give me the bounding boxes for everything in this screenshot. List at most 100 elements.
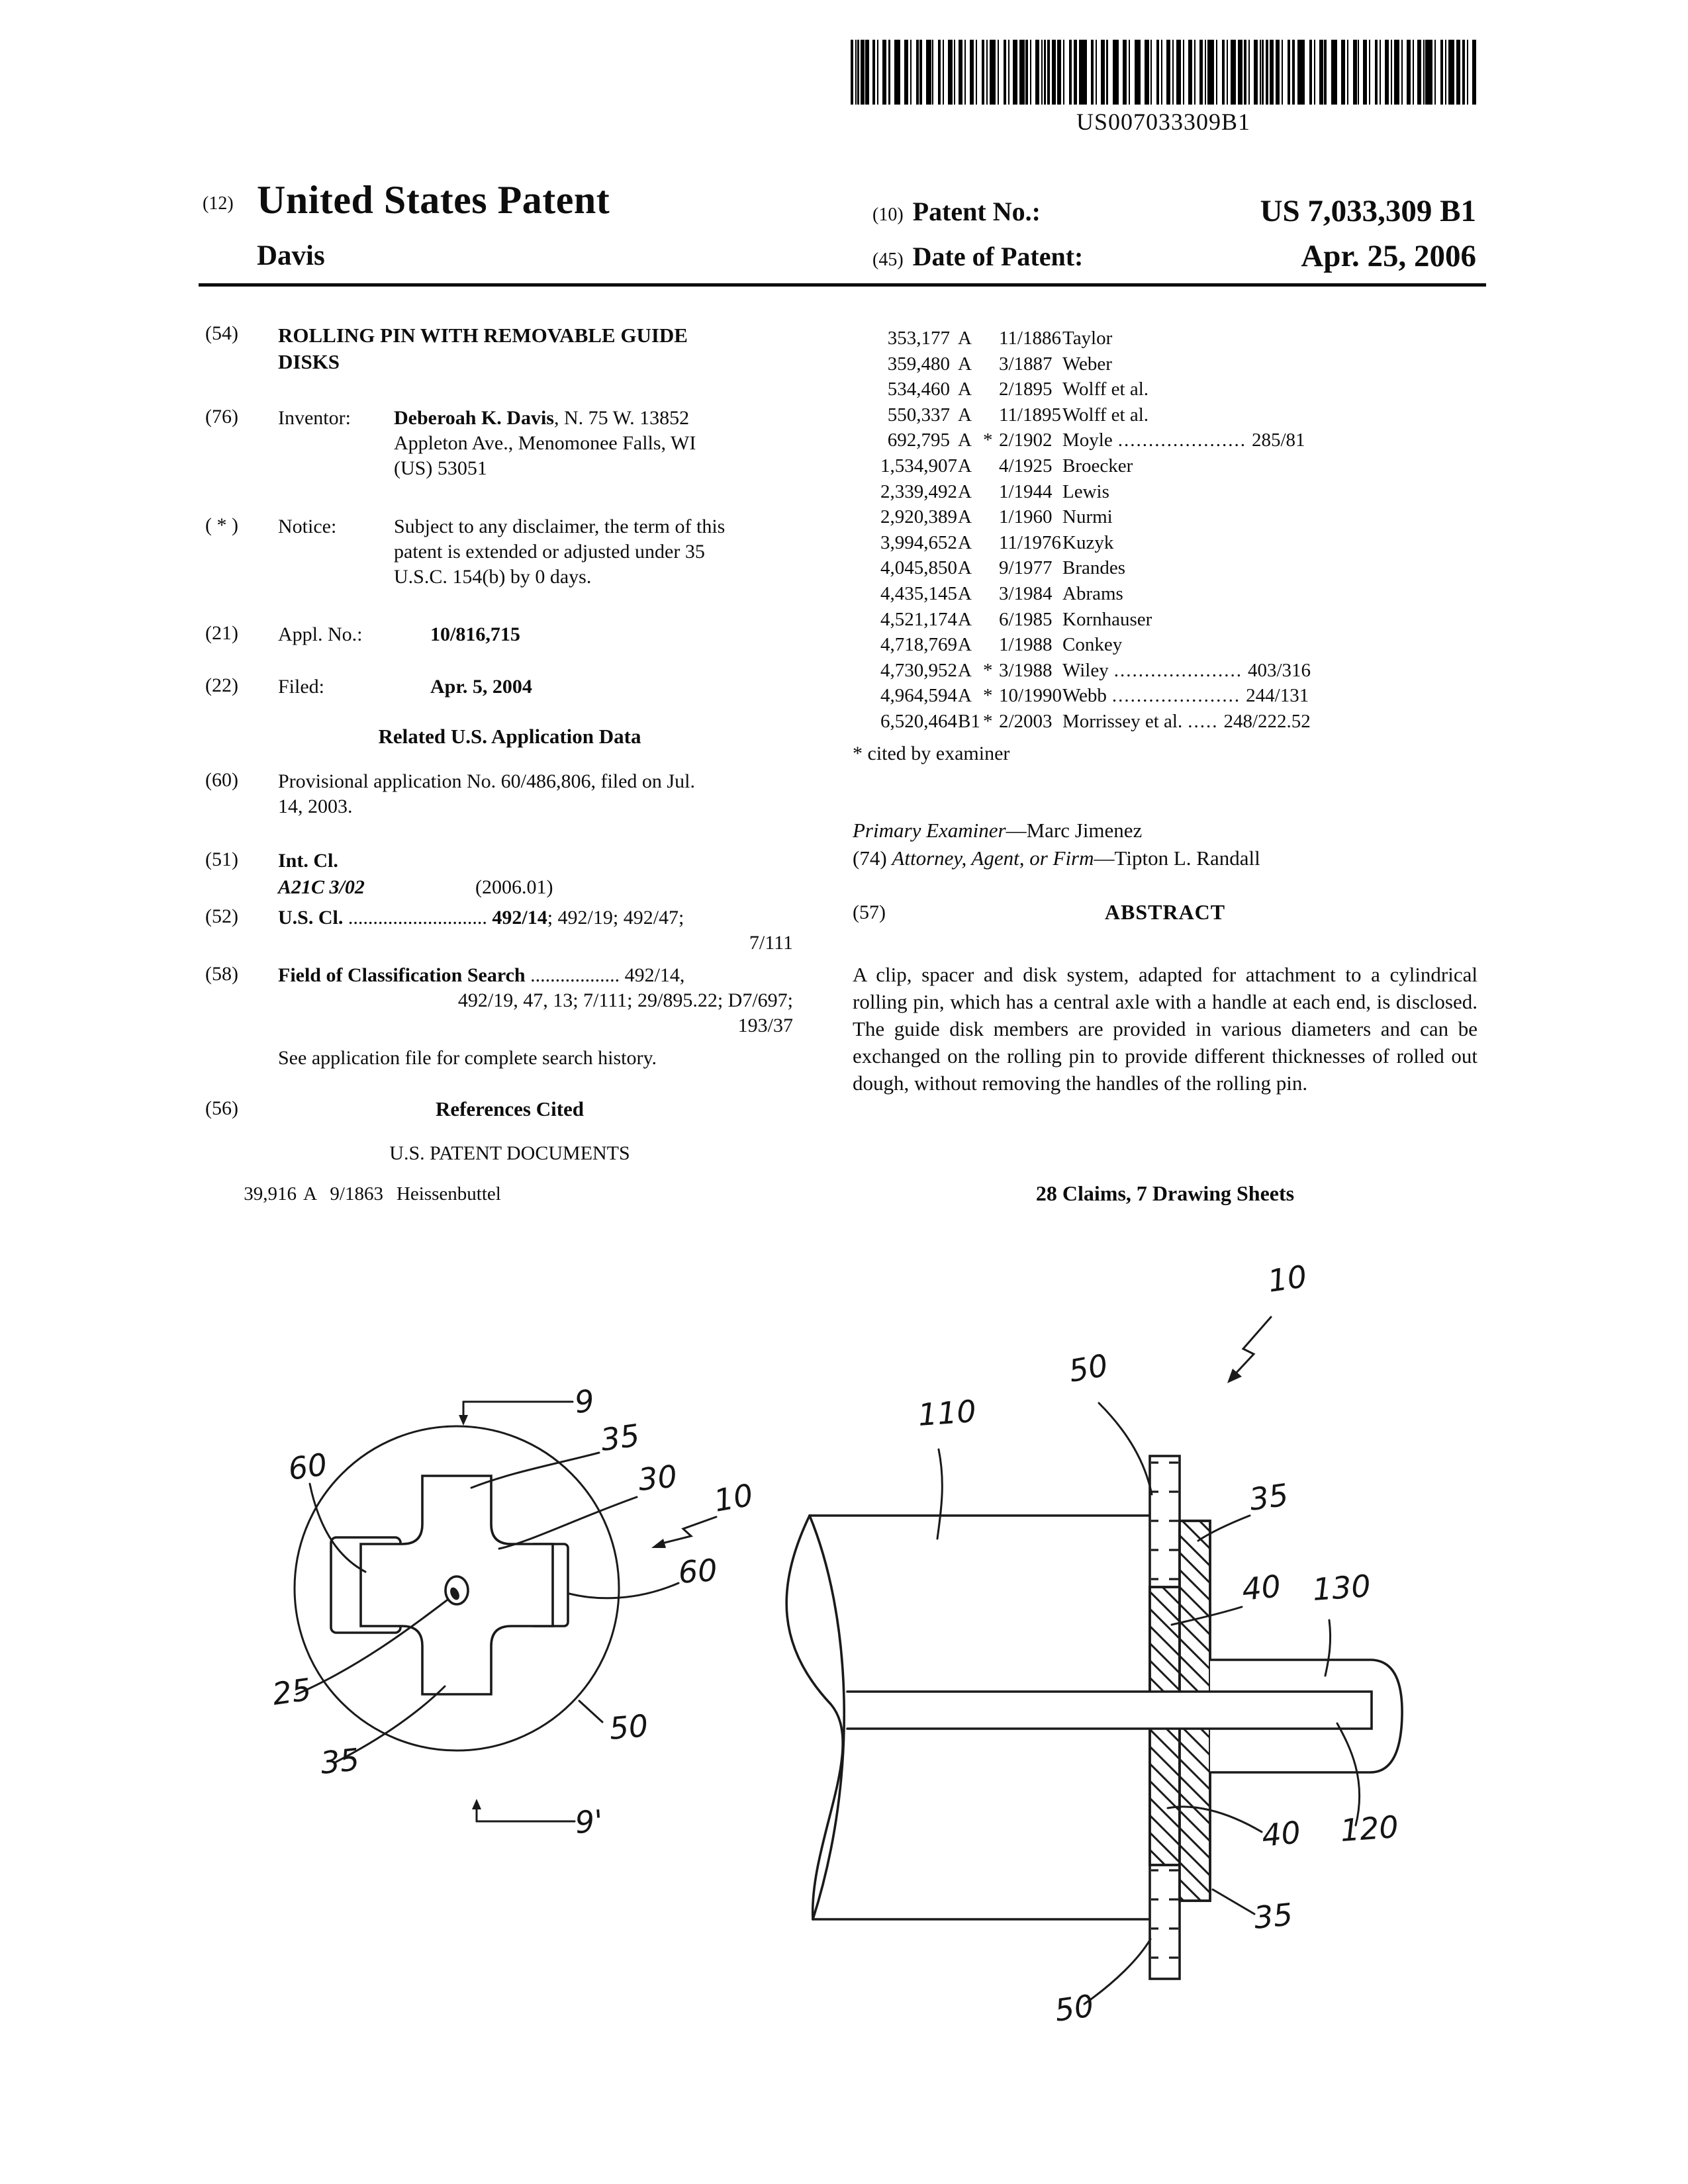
ref-name: Broecker xyxy=(1062,455,1133,477)
field-54-num: (54) xyxy=(205,322,238,344)
ref-date: 6/1985 xyxy=(999,608,1053,630)
notice-line2: patent is extended or adjusted under 35 xyxy=(394,541,705,563)
ref-name: Morrissey et al. xyxy=(1062,710,1183,732)
ref-name: Wolff et al. xyxy=(1062,379,1149,400)
ref-kind: A xyxy=(958,506,972,528)
ref-date: 4/1925 xyxy=(999,455,1053,477)
appl-no-value: 10/816,715 xyxy=(430,623,520,645)
cited-by-examiner-note: * cited by examiner xyxy=(853,743,1010,764)
guide-disk-hatch-bottom xyxy=(1151,1860,1178,1976)
field-of-search-line3: 193/37 xyxy=(737,1015,793,1036)
header-divider xyxy=(199,283,1486,287)
us-cl-line2: 7/111 xyxy=(749,932,793,954)
ref-kind: A xyxy=(958,634,972,656)
ref-date: 1/1960 xyxy=(999,506,1053,528)
ref-numeral-110: 110 xyxy=(917,1393,977,1433)
ref-name-class: Wolff et al. xyxy=(1062,379,1159,400)
filed-label: Filed: xyxy=(278,676,325,698)
ref-name-class: Weber xyxy=(1062,353,1123,375)
ref-name-class: Webb.....................244/131 xyxy=(1062,685,1309,706)
ref-examiner-star: * xyxy=(983,685,993,707)
ref-kind: A xyxy=(958,531,972,553)
ref-number: 359,480 xyxy=(887,353,950,375)
invention-title-line1: ROLLING PIN WITH REMOVABLE GUIDE xyxy=(278,324,688,347)
inventor-line3: (US) 53051 xyxy=(394,457,487,479)
ref-numeral-50-top: 50 xyxy=(1066,1347,1111,1388)
ref-number: 4,045,850 xyxy=(880,557,957,579)
abstract-text: A clip, spacer and disk system, adapted … xyxy=(853,963,1477,1095)
figure-rolling-pin-side-view: 10 50 110 35 40 130 40 120 35 50 xyxy=(785,1258,1403,2028)
ref-date: 1/1988 xyxy=(999,634,1053,656)
ref-name-class: Lewis xyxy=(1062,481,1120,502)
ref-name: Moyle xyxy=(1062,430,1113,451)
inventor-address: Deberoah K. Davis, N. 75 W. 13852 Applet… xyxy=(394,406,804,481)
ref-numeral-130: 130 xyxy=(1311,1568,1372,1608)
ref-numeral-50: 50 xyxy=(608,1707,649,1747)
ref-number: 3,994,652 xyxy=(880,531,957,553)
int-cl-version: (2006.01) xyxy=(475,876,553,898)
ref-numeral-9-prime: 9' xyxy=(574,1803,604,1841)
ref-name-class: Broecker xyxy=(1062,455,1143,477)
ref-date: 10/1990 xyxy=(999,685,1062,707)
ref-class: 403/316 xyxy=(1247,659,1311,681)
field-of-search-line1: Field of Classification Search .........… xyxy=(278,964,685,986)
ref-kind: A xyxy=(958,353,972,375)
ref-name-class: Kuzyk xyxy=(1062,532,1124,553)
ref-name: Nurmi xyxy=(1062,506,1113,528)
ref-number: 4,730,952 xyxy=(880,659,957,681)
us-cl-line1: U.S. Cl. ............................ 49… xyxy=(278,907,684,929)
field-of-search-line2: 492/19, 47, 13; 7/111; 29/895.22; D7/697… xyxy=(457,989,793,1011)
invention-title: ROLLING PIN WITH REMOVABLE GUIDE DISKS xyxy=(278,322,801,375)
barcode-number: US007033309B1 xyxy=(1076,109,1251,135)
search-history-note: See application file for complete search… xyxy=(278,1047,657,1069)
provisional-application: Provisional application No. 60/486,806, … xyxy=(278,769,801,819)
ref-number: 4,435,145 xyxy=(880,582,957,604)
ref-name: Taylor xyxy=(1062,328,1113,349)
patent-date-value: Apr. 25, 2006 xyxy=(1301,239,1476,273)
ref-date: 11/1895 xyxy=(999,404,1061,426)
notice-line3: U.S.C. 154(b) by 0 days. xyxy=(394,566,592,588)
ref-date: 3/1984 xyxy=(999,582,1053,604)
kind-code-12: (12) xyxy=(203,193,234,214)
inventor-line1: Deberoah K. Davis, N. 75 W. 13852 xyxy=(394,407,690,429)
ref-name: Weber xyxy=(1062,353,1112,375)
provisional-line2: 14, 2003. xyxy=(278,796,353,817)
ref-numeral-120: 120 xyxy=(1339,1809,1399,1848)
ref-numeral-25: 25 xyxy=(270,1671,313,1712)
field-51-num: (51) xyxy=(205,848,238,870)
ref-number: 4,521,174 xyxy=(880,608,957,630)
filed-value: Apr. 5, 2004 xyxy=(430,676,532,698)
patent-date-label: Date of Patent: xyxy=(912,242,1084,271)
figure-disk-front-view: 9 35 30 10 60 60 25 35 50 9' xyxy=(270,1383,756,1841)
ref-leader-dots: ..................... xyxy=(1111,685,1241,707)
field-60-num: (60) xyxy=(205,769,238,791)
ref-numeral-10: 10 xyxy=(1266,1258,1309,1299)
ref-number: 2,920,389 xyxy=(880,506,957,528)
ref-date: 1/1944 xyxy=(999,480,1053,502)
notice-num: ( * ) xyxy=(205,514,238,536)
references-cited-heading: References Cited xyxy=(435,1097,585,1120)
inventor-label: Inventor: xyxy=(278,407,351,429)
int-cl-label: Int. Cl. xyxy=(278,850,338,872)
kind-code-10: (10) xyxy=(872,205,904,225)
ref-numeral-40-lower: 40 xyxy=(1260,1814,1303,1854)
ref-date: 11/1886 xyxy=(999,328,1061,349)
appl-no-label: Appl. No.: xyxy=(278,623,363,645)
ref-numeral-50-bottom: 50 xyxy=(1053,1987,1096,2028)
ref-kind: A xyxy=(958,404,972,426)
patent-number-value: US 7,033,309 B1 xyxy=(1260,194,1476,228)
ref-number: 4,718,769 xyxy=(880,634,957,656)
ref-kind: A xyxy=(958,455,972,477)
ref-number: 6,520,464 xyxy=(880,710,957,732)
ref-kind: A xyxy=(958,328,972,349)
attorney-line: (74) Attorney, Agent, or Firm—Tipton L. … xyxy=(853,846,1260,870)
ref-name: Brandes xyxy=(1062,557,1126,579)
invention-title-line2: DISKS xyxy=(278,350,340,373)
ref-kind: A xyxy=(958,430,972,451)
